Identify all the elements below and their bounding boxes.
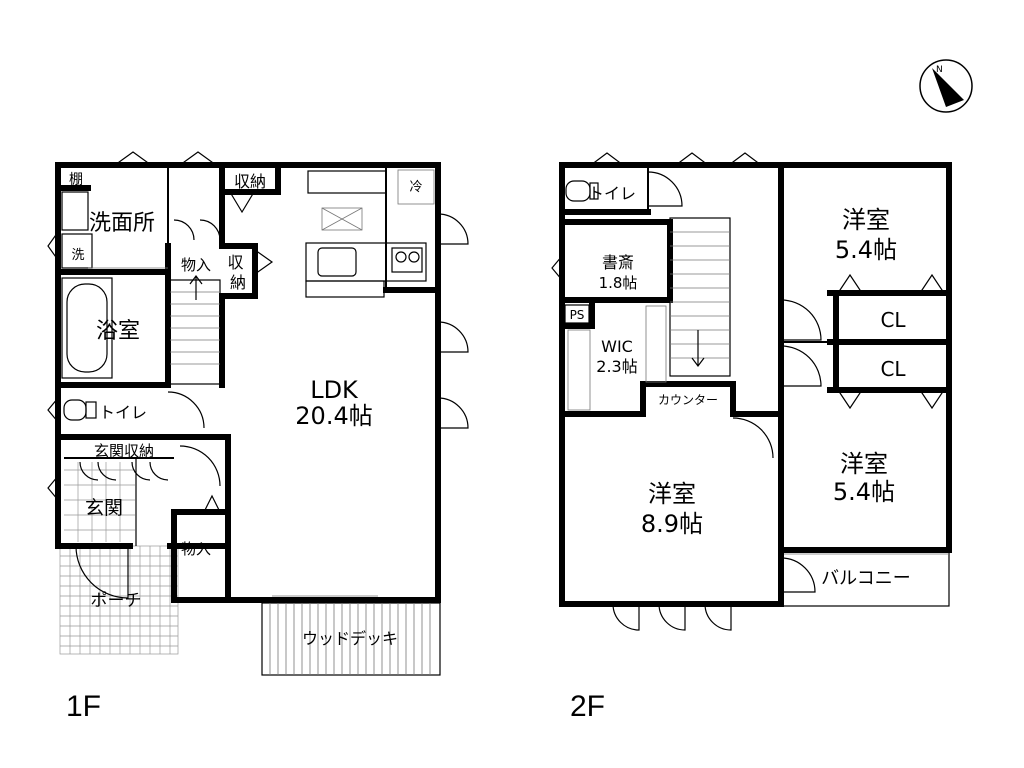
- room-ne-name-label: 洋室: [842, 206, 890, 234]
- ldk-size-label: 20.4帖: [295, 402, 372, 430]
- floor-2-plan: トイレ 書斎 1.8帖 PS WIC 2.3帖 カウンター 洋室 8.9帖 洋室…: [551, 152, 952, 631]
- washroom-label: 洗面所: [89, 211, 155, 236]
- toilet-1f-fixture: [63, 399, 97, 421]
- wic-name-label: WIC: [601, 337, 633, 356]
- windows-1f: [272, 162, 386, 601]
- ps-box: [564, 304, 590, 324]
- washer-label: 洗: [71, 248, 84, 263]
- wic-size-label: 2.3帖: [596, 357, 637, 376]
- study-name-label: 書斎: [602, 253, 634, 272]
- door-swings-1f: [47, 191, 469, 599]
- floor-1-plan: 棚 洗面所 洗 浴室 トイレ 玄関収納 玄関 ポーチ 物入 物入 収納 収 納 …: [47, 151, 469, 676]
- study-size-label: 1.8帖: [599, 274, 638, 292]
- wic-shelves: [567, 305, 667, 411]
- counter-label: カウンター: [658, 393, 718, 407]
- shelf-label: 棚: [69, 172, 83, 188]
- kitchen-counter: [305, 165, 441, 298]
- entrance-label: 玄関: [85, 497, 123, 519]
- closet-side-char-1: 収: [227, 253, 243, 272]
- toilet-2f-fixture: [565, 171, 683, 207]
- ps-label: PS: [570, 308, 585, 322]
- room-se-name-label: 洋室: [840, 450, 888, 478]
- door-swings-2f: [551, 254, 946, 631]
- fridge-label: 冷: [409, 180, 422, 195]
- closet-top-label: 収納: [234, 172, 266, 191]
- room-main-size-label: 8.9帖: [641, 510, 703, 538]
- room-se-size-label: 5.4帖: [833, 478, 895, 506]
- cl-lower-label: CL: [880, 357, 906, 381]
- toilet-2f-label: トイレ: [588, 184, 636, 203]
- windows-2f: [559, 162, 952, 549]
- compass-north-label: N: [936, 65, 943, 75]
- room-ne-size-label: 5.4帖: [835, 236, 897, 264]
- exterior-walls-2f: [559, 162, 952, 607]
- balcony-label: バルコニー: [821, 568, 911, 589]
- storage-lower-label: 物入: [181, 540, 211, 558]
- ldk-name-label: LDK: [310, 376, 359, 404]
- closet-side-label: 収 納: [227, 253, 248, 292]
- stairs-1f: [169, 275, 221, 385]
- bathtub: [61, 277, 113, 379]
- bath-label: 浴室: [96, 319, 140, 344]
- closet-side-char-2: 納: [230, 273, 246, 292]
- porch-label: ポーチ: [91, 591, 142, 611]
- porch-tiles: [59, 545, 179, 655]
- washroom-fixtures: [61, 191, 168, 269]
- deck-label: ウッドデッキ: [302, 629, 398, 648]
- floor-2-title: 2F: [570, 690, 605, 723]
- compass-icon: N: [919, 59, 973, 113]
- floor-1-title: 1F: [66, 690, 101, 723]
- wood-deck: [261, 602, 441, 676]
- entry-storage-label: 玄関収納: [94, 442, 154, 460]
- room-main-name-label: 洋室: [648, 480, 696, 508]
- storage-upper-label: 物入: [181, 256, 211, 274]
- stairs-2f: [669, 217, 731, 377]
- toilet-1f-label: トイレ: [99, 403, 147, 422]
- cl-upper-label: CL: [880, 308, 906, 332]
